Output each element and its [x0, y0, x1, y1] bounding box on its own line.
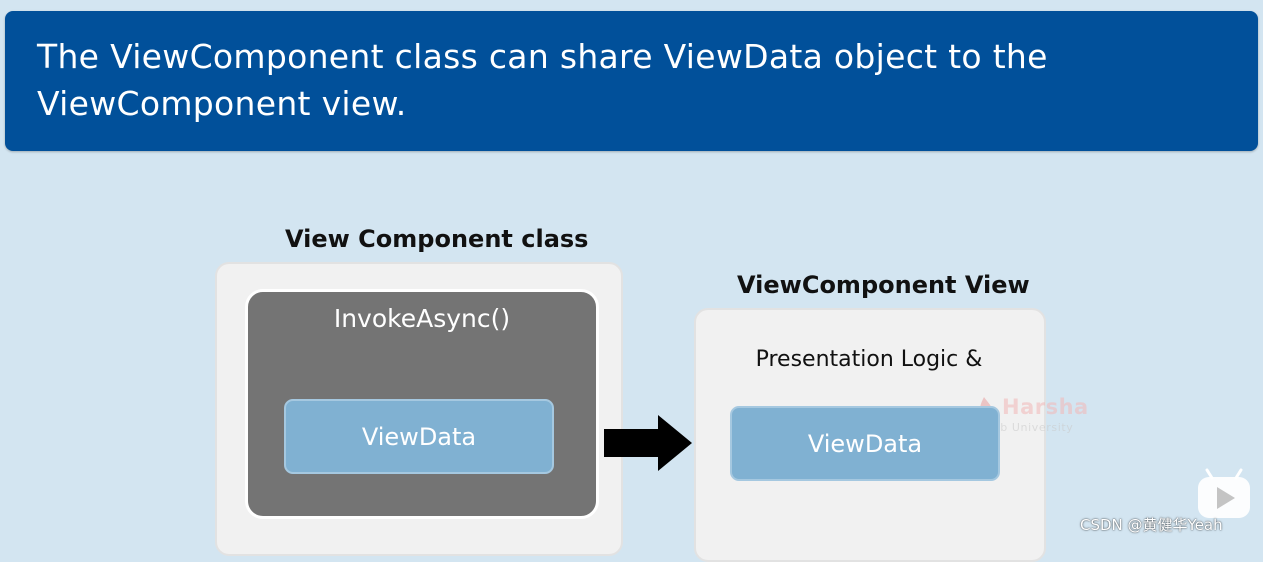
component-class-label: View Component class: [285, 225, 589, 253]
viewdata-box-class: ViewData: [284, 399, 554, 474]
presentation-logic-label: Presentation Logic &: [755, 347, 983, 372]
page-title: The ViewComponent class can share ViewDa…: [37, 37, 1048, 123]
component-view-label: ViewComponent View: [737, 271, 1030, 299]
watermark-name: Harsha: [1002, 395, 1089, 419]
viewdata-box-view: ViewData: [730, 406, 1000, 481]
harsha-watermark: Harsha Web University: [968, 393, 1090, 437]
header-banner: The ViewComponent class can share ViewDa…: [5, 11, 1258, 151]
play-icon[interactable]: [1196, 468, 1252, 520]
credit-watermark: CSDN @黄健华Yeah: [1080, 516, 1223, 534]
invoke-async-label: InvokeAsync(): [333, 304, 511, 333]
right-arrow-icon: [604, 415, 692, 471]
watermark-subtitle: Web University: [982, 421, 1074, 434]
